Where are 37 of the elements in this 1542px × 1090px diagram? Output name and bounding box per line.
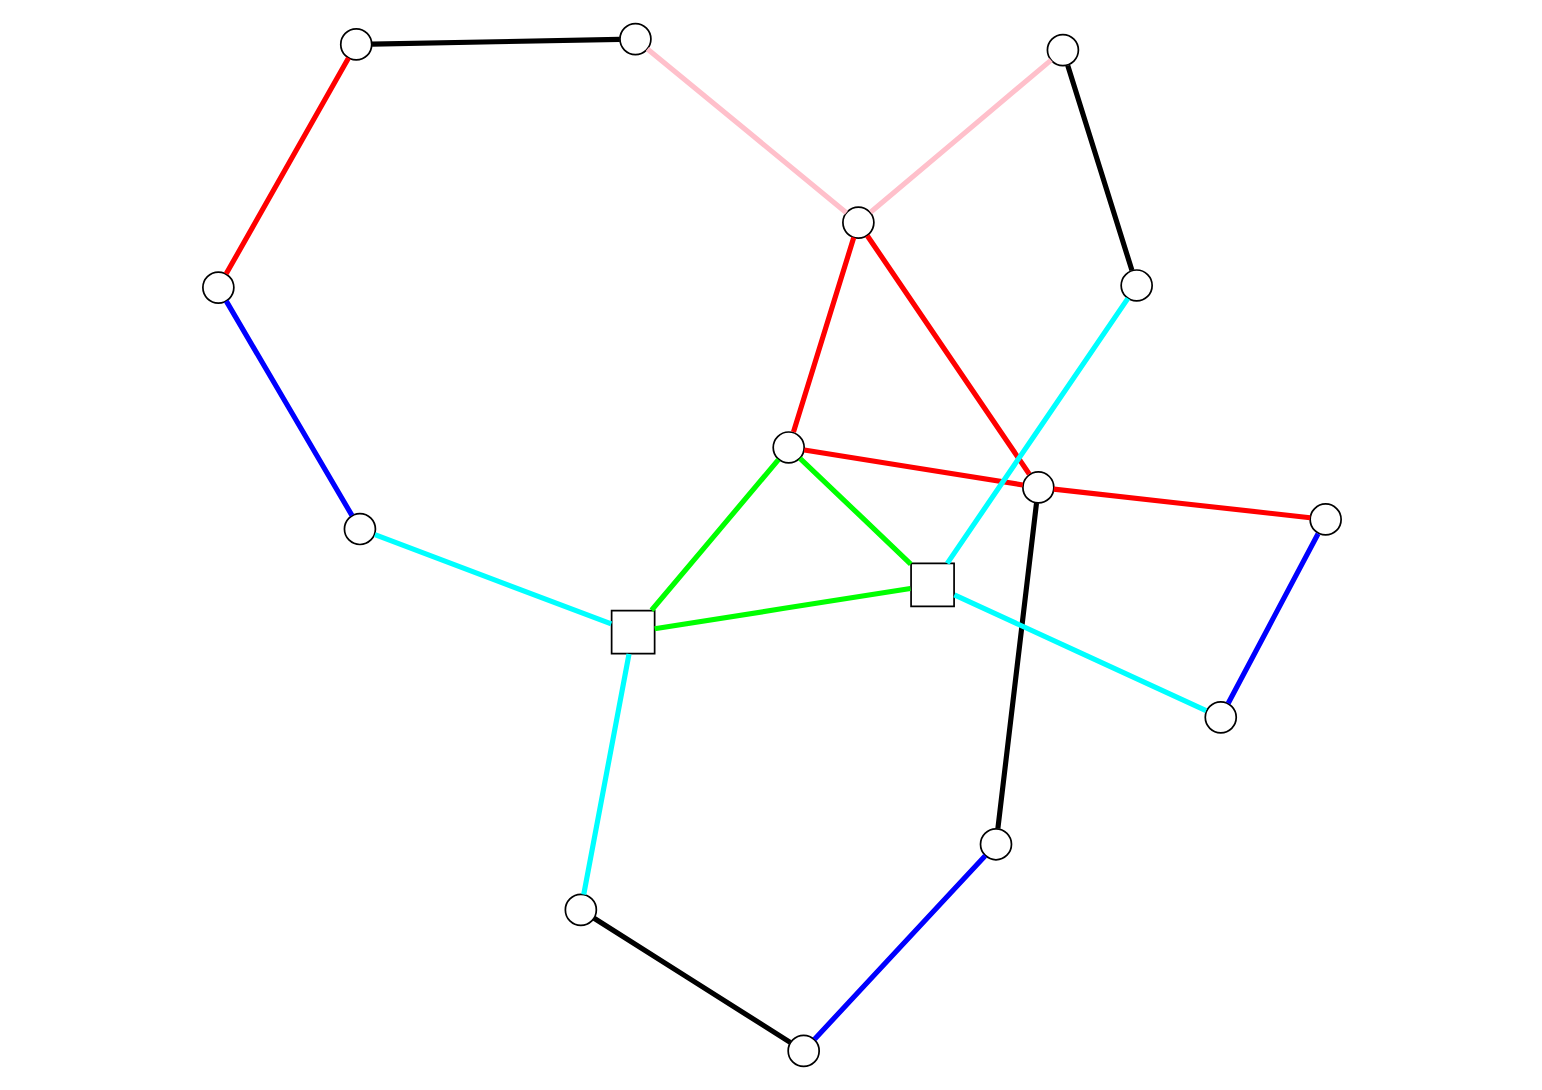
connector bbox=[802, 447, 1023, 488]
connector bbox=[653, 585, 910, 632]
connector bbox=[371, 36, 619, 47]
node-circle bbox=[1045, 33, 1079, 67]
node-circle bbox=[563, 893, 597, 927]
connector bbox=[811, 854, 987, 1041]
connector bbox=[994, 502, 1039, 829]
node-circle bbox=[1021, 471, 1054, 504]
node-circle bbox=[771, 431, 805, 464]
node-circle bbox=[841, 206, 874, 239]
connector bbox=[867, 58, 1052, 215]
node-box bbox=[609, 609, 655, 655]
connector bbox=[648, 457, 780, 612]
connector bbox=[223, 299, 354, 517]
connector bbox=[373, 532, 612, 627]
connector bbox=[1064, 64, 1134, 272]
node-circle bbox=[1119, 269, 1152, 302]
connector bbox=[1052, 486, 1310, 521]
connector bbox=[644, 46, 847, 215]
node-box bbox=[909, 562, 954, 608]
connector bbox=[222, 56, 350, 276]
connector bbox=[944, 296, 1130, 565]
connector bbox=[580, 653, 631, 896]
connector bbox=[797, 456, 912, 566]
node-circle bbox=[618, 22, 651, 56]
connector bbox=[591, 916, 791, 1045]
node-circle bbox=[978, 827, 1012, 861]
connector bbox=[864, 234, 1031, 476]
connector bbox=[1224, 532, 1320, 705]
connector bbox=[790, 236, 856, 433]
connector bbox=[952, 592, 1207, 713]
node-circle bbox=[342, 512, 376, 546]
node-circle bbox=[201, 271, 234, 304]
node-circle bbox=[786, 1034, 819, 1068]
node-circle bbox=[1308, 503, 1341, 536]
node-circle bbox=[338, 28, 372, 61]
node-circle bbox=[1203, 701, 1237, 734]
